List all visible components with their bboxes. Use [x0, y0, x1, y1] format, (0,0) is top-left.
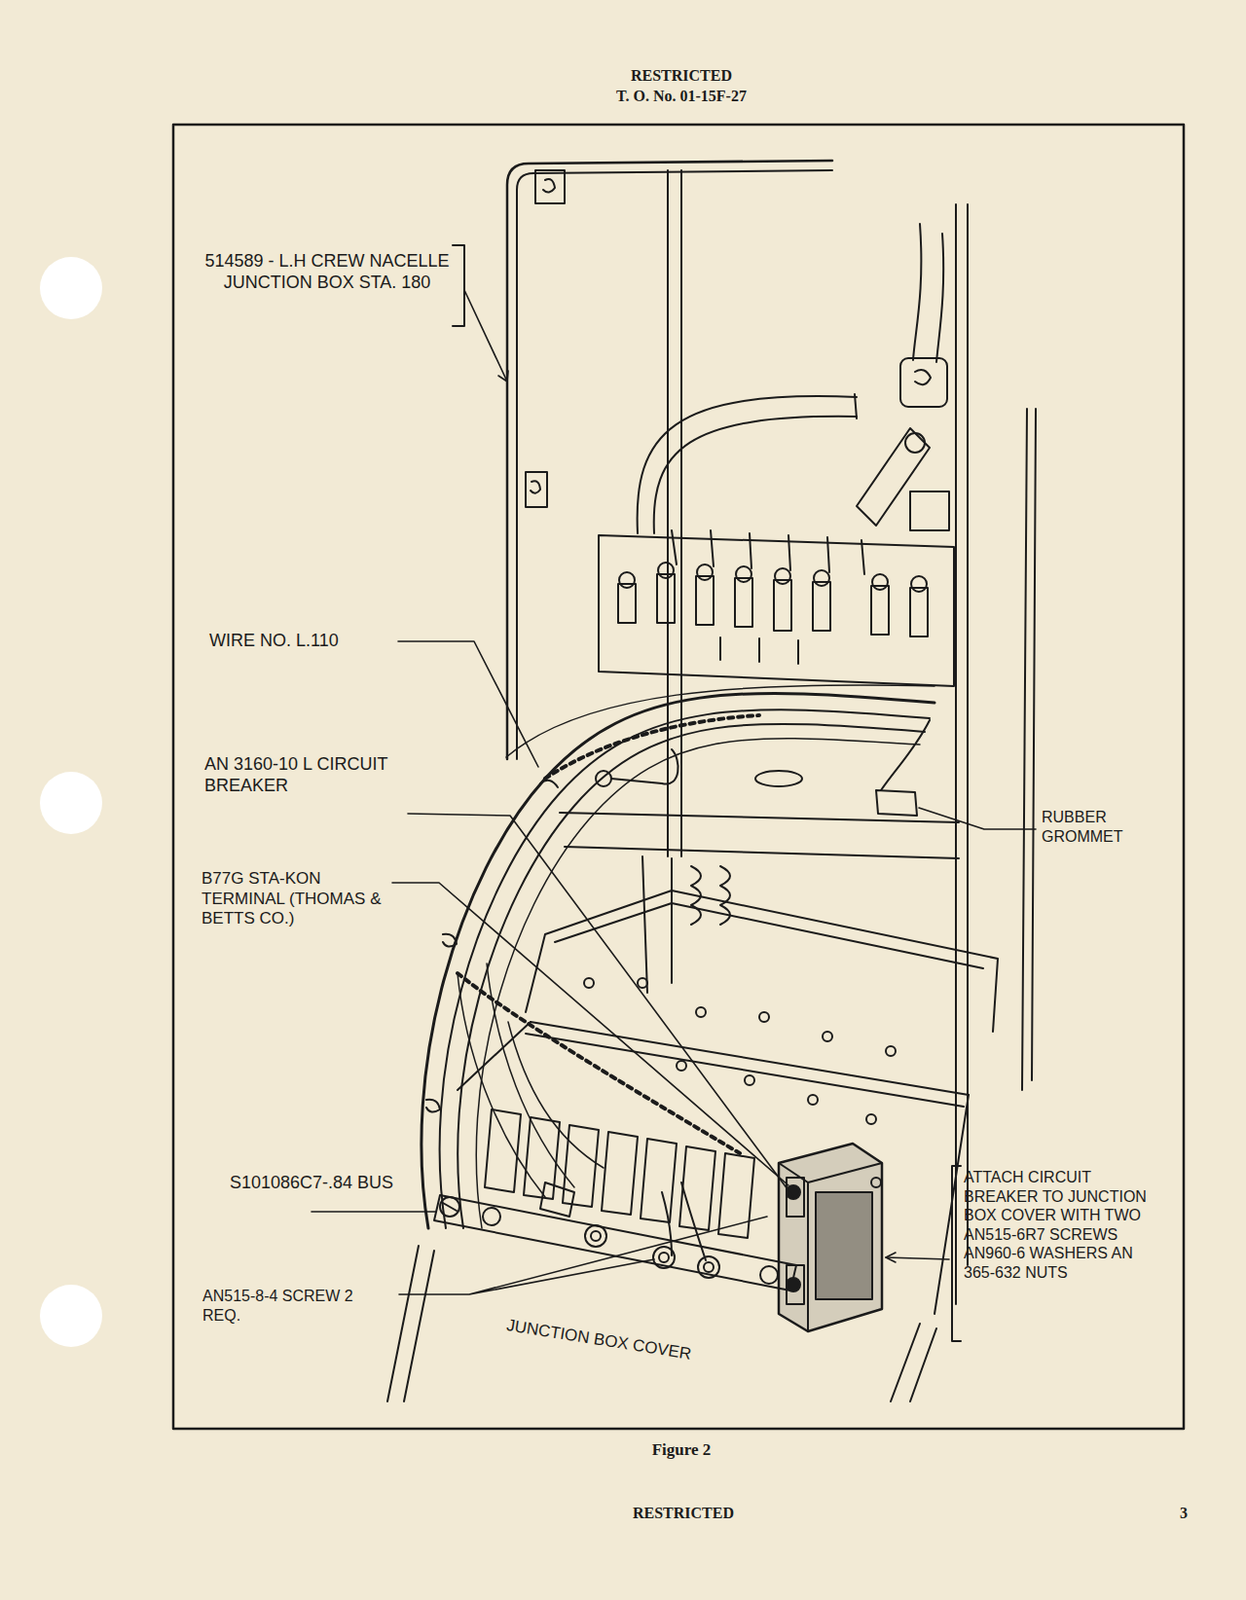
clip: [910, 491, 950, 531]
part-callout: 514589 - L.H CREW NACELLE JUNCTION BOX S…: [199, 251, 455, 294]
part-callout: B77G STA-KON TERMINAL (THOMAS & BETTS CO…: [201, 869, 387, 930]
cable-clamp: [915, 369, 931, 385]
structure-line: [387, 1246, 435, 1402]
bracket: [952, 1166, 961, 1342]
hinge: [525, 1022, 969, 1107]
cable: [913, 223, 944, 363]
lug: [856, 428, 930, 526]
punch-hole: [39, 771, 103, 835]
page-number: 3: [1164, 1503, 1188, 1524]
box-edge: [525, 890, 998, 1032]
footer-marking: RESTRICTED: [545, 1503, 822, 1524]
clip: [530, 480, 541, 493]
wire: [661, 1182, 706, 1261]
header-marking: RESTRICTED: [545, 66, 818, 86]
cover-edge: [457, 1022, 969, 1315]
part-callout: AN 3160-10 L CIRCUIT BREAKER: [204, 754, 404, 798]
plate: [559, 812, 959, 859]
part-callout: RUBBER GROMMET: [1041, 807, 1164, 846]
door-edge: [516, 170, 833, 760]
part-callout: AN515-8-4 SCREW 2 REQ.: [202, 1286, 370, 1325]
box-edge: [554, 903, 984, 969]
assembly-note: ATTACH CIRCUIT BREAKER TO JUNCTION BOX C…: [963, 1168, 1159, 1283]
terminal-board: [598, 535, 954, 687]
terminal-blocks: [484, 1109, 755, 1239]
wire-callout: WIRE NO. L.110: [209, 630, 395, 653]
figure-frame: [173, 124, 1184, 1430]
rubber-grommet: [876, 790, 917, 816]
part-callout: S101086C7-.84 BUS: [229, 1172, 407, 1195]
wall-line: [1022, 408, 1036, 1091]
bracket: [452, 245, 465, 327]
punch-hole: [39, 256, 103, 320]
circuit-breaker: [778, 1143, 882, 1332]
bus-bar: [434, 1195, 797, 1291]
clip: [525, 472, 548, 508]
clip: [535, 170, 565, 204]
leader-lines: [311, 290, 1036, 1295]
bus-screws: [439, 1197, 778, 1284]
document-number: T. O. No. 01-15F-27: [545, 86, 818, 107]
nut: [905, 433, 925, 453]
clip: [543, 179, 555, 193]
punch-hole: [39, 1284, 103, 1348]
structure-line: [890, 1323, 937, 1402]
part-callout: JUNCTION BOX COVER: [505, 1316, 749, 1375]
cable: [637, 396, 857, 534]
connector: [595, 770, 612, 787]
grommet: [755, 770, 803, 787]
figure-caption: Figure 2: [545, 1440, 818, 1462]
cable: [854, 394, 857, 419]
cable: [654, 416, 857, 534]
wall-line: [642, 856, 672, 993]
terminals: [618, 530, 928, 664]
cable-clamp: [900, 358, 948, 407]
wire: [611, 749, 679, 785]
lug: [540, 1182, 575, 1217]
